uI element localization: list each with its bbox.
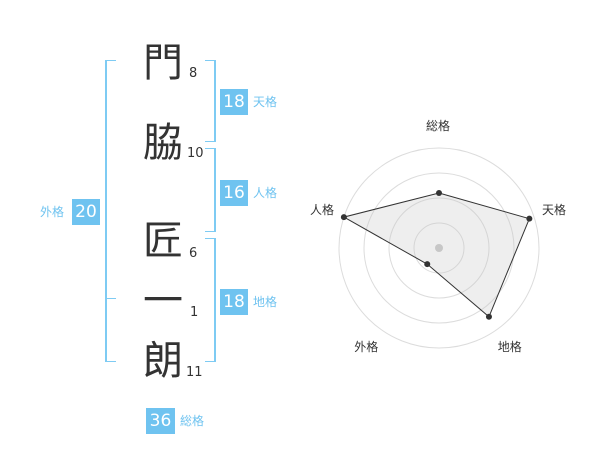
name-char-3: 匠	[143, 218, 183, 264]
radar-ring	[363, 172, 515, 324]
soukaku-label: 総格	[180, 414, 205, 428]
soukaku-value: 36	[146, 408, 175, 434]
tenkaku-bracket	[205, 60, 216, 142]
radar-axis-label: 人格	[309, 203, 334, 218]
stroke-count-2: 10	[187, 146, 204, 161]
radar-axis-label: 地格	[497, 339, 522, 354]
tenkaku-label: 天格	[253, 95, 278, 109]
radar-point	[485, 313, 492, 320]
jinkaku-label: 人格	[253, 186, 278, 200]
chikaku-bracket	[205, 238, 216, 362]
radar-center-dot	[435, 244, 443, 252]
name-char-4: 一	[143, 278, 183, 324]
gaikaku-label: 外格	[40, 205, 65, 219]
gaikaku-bracket	[105, 60, 116, 362]
radar-ring	[413, 222, 465, 274]
radar-axis-label: 総格	[426, 119, 451, 133]
radar-polygon	[342, 192, 531, 318]
name-char-5: 朗	[143, 338, 183, 384]
stroke-count-5: 11	[186, 365, 203, 380]
jinkaku-bracket	[205, 148, 216, 232]
radar-point	[340, 214, 347, 221]
chikaku-value: 18	[220, 289, 248, 315]
stroke-count-1: 8	[189, 66, 198, 81]
chikaku-label: 地格	[253, 295, 278, 309]
radar-axis-label: 天格	[542, 203, 567, 218]
radar-point	[424, 261, 431, 268]
radar-axis-label: 外格	[354, 339, 379, 354]
radar-ring	[388, 197, 490, 299]
radar-ring	[338, 147, 540, 349]
stroke-count-3: 6	[189, 246, 198, 261]
stroke-count-4: 1	[190, 305, 199, 320]
name-char-1: 門	[143, 40, 183, 86]
radar-point	[526, 215, 533, 222]
name-char-2: 脇	[143, 120, 183, 166]
jinkaku-value: 16	[220, 180, 248, 206]
tenkaku-value: 18	[220, 89, 248, 115]
radar-point	[436, 190, 442, 196]
gaikaku-value: 20	[72, 199, 100, 225]
gaikaku-bracket-split	[105, 298, 116, 299]
